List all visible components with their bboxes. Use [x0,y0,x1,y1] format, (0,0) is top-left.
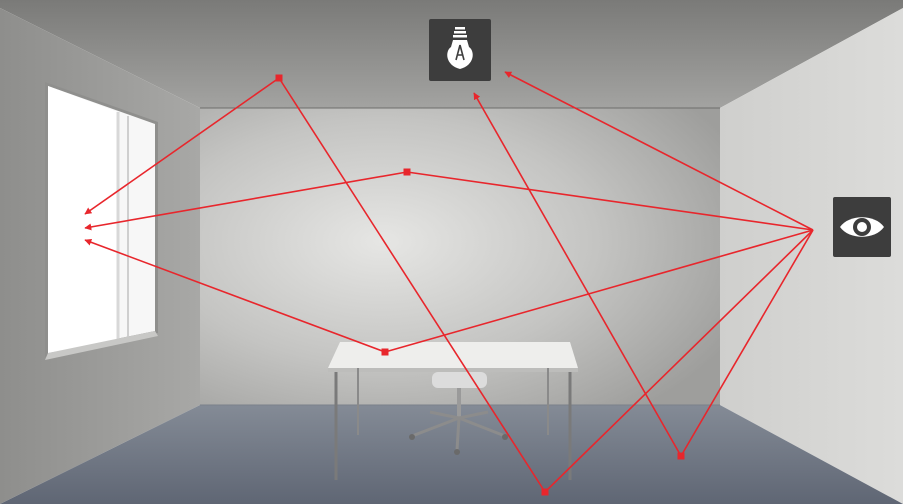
bounce-point-5 [678,453,685,460]
viewer-badge [833,197,891,257]
window [45,82,158,360]
bounce-point-4 [542,489,549,496]
bounce-point-2 [404,169,411,176]
bounce-point-1 [276,75,283,82]
bounce-point-3 [382,349,389,356]
eye-icon [833,197,891,257]
light-bulb-icon [429,19,491,81]
light-source-badge [429,19,491,81]
